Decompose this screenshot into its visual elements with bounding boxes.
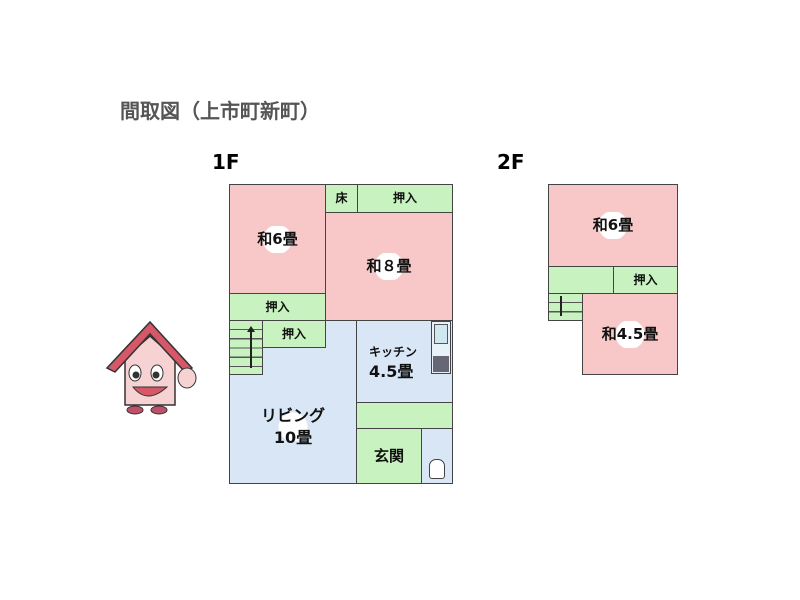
living-name: リビング bbox=[260, 406, 325, 425]
arrow-head-icon bbox=[247, 326, 255, 332]
toilet-icon bbox=[429, 459, 445, 479]
page-title: 間取図（上市町新町） bbox=[120, 99, 320, 123]
room-label: 押入 bbox=[265, 299, 290, 314]
living-size: 10畳 bbox=[273, 428, 313, 447]
house-mascot-icon bbox=[105, 320, 197, 415]
room-washitsu6-1f: 和6畳 bbox=[229, 184, 326, 294]
room-label: 和4.5畳 bbox=[593, 320, 667, 348]
room-label: 和6畳 bbox=[584, 212, 642, 239]
room-label: 玄関 bbox=[373, 446, 404, 465]
kitchen-name: キッチン bbox=[369, 344, 418, 359]
toko: 床 bbox=[325, 184, 358, 213]
kitchen-counter-icon bbox=[431, 321, 451, 374]
oshiire-stair: 押入 bbox=[262, 320, 326, 348]
room-label: 押入 bbox=[633, 272, 658, 287]
stairs-1f bbox=[229, 320, 263, 375]
kitchen-size: 4.5畳 bbox=[369, 361, 414, 381]
oshiire-top: 押入 bbox=[357, 184, 453, 213]
stairs-arrow-icon bbox=[560, 296, 562, 316]
room-label: 床 bbox=[335, 191, 348, 205]
room-label: 和８畳 bbox=[358, 253, 420, 280]
hallway bbox=[356, 402, 453, 429]
oshiire-2f: 押入 bbox=[613, 266, 678, 294]
floor2-label: 2F bbox=[497, 150, 525, 174]
room-label: 押入 bbox=[392, 191, 417, 205]
room-washitsu8: 和８畳 bbox=[325, 212, 453, 321]
stairs-2f bbox=[548, 293, 583, 321]
genkan: 玄関 bbox=[356, 428, 422, 484]
floor1-label: 1F bbox=[212, 150, 240, 174]
hall-2f bbox=[548, 266, 614, 294]
room-washitsu45: 和4.5畳 bbox=[582, 293, 678, 375]
oshiire-left: 押入 bbox=[229, 293, 326, 321]
room-label: 押入 bbox=[281, 326, 306, 341]
room-washitsu6-2f: 和6畳 bbox=[548, 184, 678, 267]
room-label: 和6畳 bbox=[249, 225, 306, 253]
stairs-arrow-icon bbox=[250, 330, 252, 368]
toilet bbox=[421, 428, 453, 484]
